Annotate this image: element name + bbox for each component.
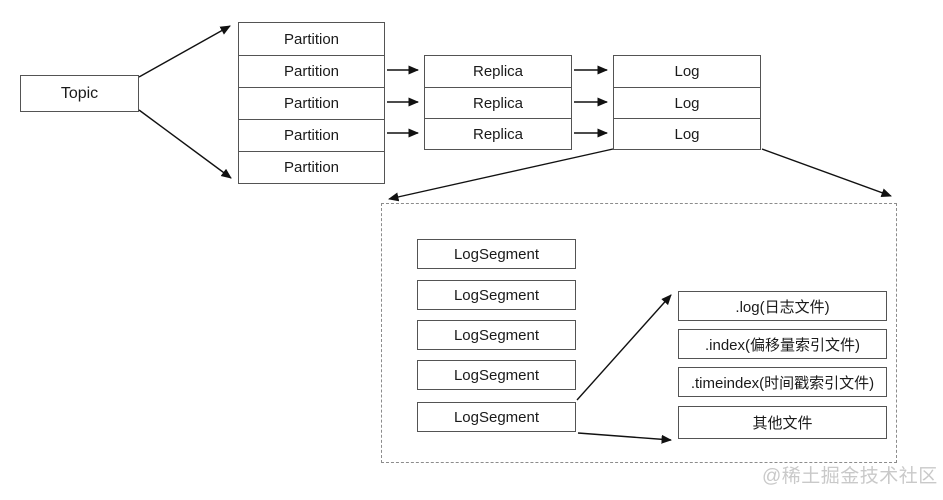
log-segment-box: LogSegment [417, 360, 576, 390]
log-segment-box: LogSegment [417, 239, 576, 269]
topic-box: Topic [20, 75, 139, 112]
topic-label: Topic [60, 84, 99, 102]
arrow-topic-to-partition-top [138, 25, 231, 78]
log-file-box: .log(日志文件) [678, 291, 887, 321]
log-segment-box: LogSegment [417, 320, 576, 350]
log-row: Log [614, 118, 760, 149]
partition-row: Partition [239, 55, 384, 87]
other-files-box: 其他文件 [678, 406, 887, 439]
log-segment-box: LogSegment [417, 402, 576, 432]
replica-row: Replica [472, 63, 524, 80]
log-stack: Log Log Log [613, 55, 761, 150]
watermark-text: @稀土掘金技术社区 [762, 466, 938, 487]
partition-row: Partition [239, 87, 384, 119]
partition-row: Partition [239, 119, 384, 151]
replica-row: Replica [425, 118, 571, 149]
arrow-log-to-detail-left [388, 148, 614, 202]
replica-stack: Replica Replica Replica [424, 55, 572, 150]
partition-row: Partition [283, 30, 340, 48]
index-file-box: .index(偏移量索引文件) [678, 329, 887, 359]
arrow-topic-to-partition-bottom [138, 109, 232, 179]
log-detail-container [381, 203, 897, 463]
replica-row: Replica [425, 87, 571, 118]
timeindex-file-box: .timeindex(时间戳索引文件) [678, 367, 887, 397]
partition-row: Partition [239, 151, 384, 183]
log-segment-box: LogSegment [417, 280, 576, 310]
log-row: Log [674, 63, 700, 80]
partition-stack: Partition Partition Partition Partition … [238, 22, 385, 184]
arrow-log-to-detail-right [761, 148, 892, 197]
log-row: Log [614, 87, 760, 118]
